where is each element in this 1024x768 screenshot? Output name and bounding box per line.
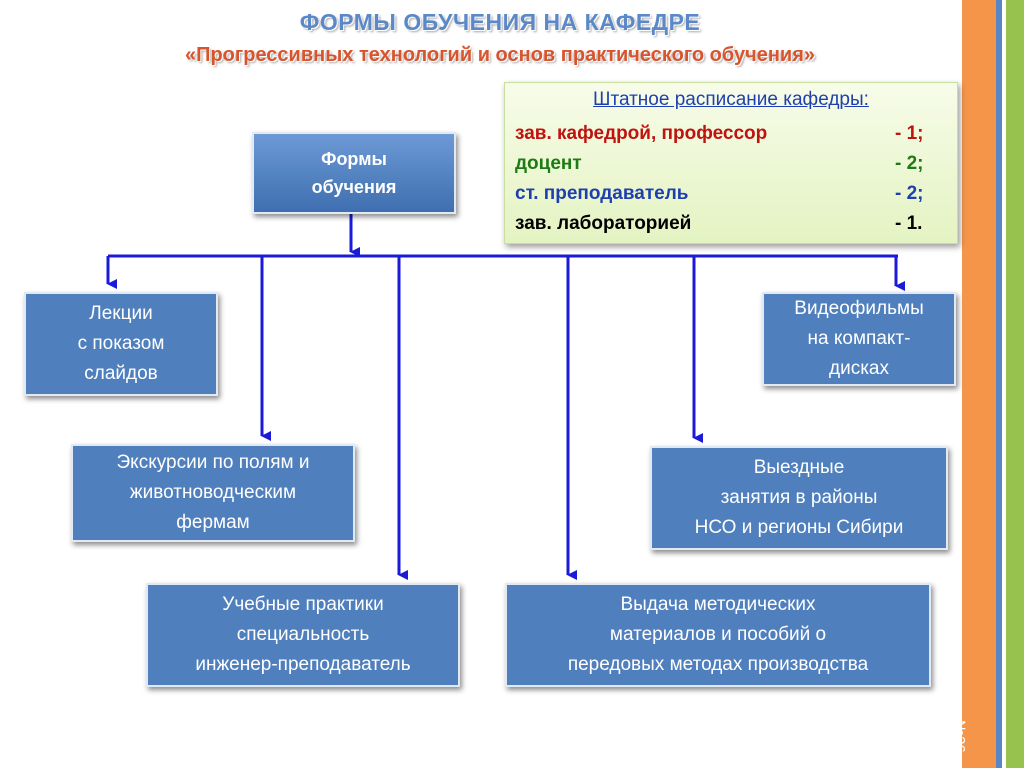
stripe-green [1006, 0, 1024, 768]
staff-role: зав. кафедрой, профессор [515, 123, 768, 144]
page-number: №36 [951, 720, 968, 753]
stripe-light [1002, 0, 1006, 768]
staff-row: ст. преподаватель - 2; [515, 183, 935, 205]
staff-schedule-title: Штатное расписание кафедры: [593, 89, 869, 110]
form-node-label: Выдача методических материалов и пособий… [567, 594, 869, 675]
form-node-videos: Видеофильмы на компакт- дисках [762, 292, 956, 386]
staff-count: - 2; [895, 153, 924, 174]
form-node-field-trips: Выездные занятия в районы НСО и регионы … [650, 446, 948, 550]
root-node-forms: Формы обучения [252, 132, 456, 214]
form-node-excursions: Экскурсии по полям и животноводческим фе… [71, 444, 355, 542]
form-node-materials: Выдача методических материалов и пособий… [505, 583, 931, 687]
staff-row: зав. лабораторией - 1. [515, 213, 935, 235]
staff-count: - 1. [895, 213, 923, 234]
form-node-label: Лекции с показом слайдов [77, 303, 165, 384]
stripe-orange [962, 0, 996, 768]
form-node-label: Видеофильмы на компакт- дисках [794, 298, 924, 379]
staff-role: доцент [515, 153, 582, 174]
page-title: ФОРМЫ ОБУЧЕНИЯ НА КАФЕДРЕ [299, 9, 701, 35]
staff-count: - 1; [895, 123, 924, 144]
staff-role: зав. лабораторией [515, 213, 692, 234]
staff-row: доцент - 2; [515, 153, 935, 175]
form-node-lectures: Лекции с показом слайдов [24, 292, 218, 396]
staff-count: - 2; [895, 183, 924, 204]
form-node-label: Экскурсии по полям и животноводческим фе… [116, 452, 310, 533]
staff-row: зав. кафедрой, профессор - 1; [515, 123, 935, 145]
page-subtitle: «Прогрессивных технологий и основ практи… [184, 44, 816, 66]
staff-schedule-panel: Штатное расписание кафедры: зав. кафедро… [504, 82, 958, 244]
stripe-blue [996, 0, 1002, 768]
staff-role: ст. преподаватель [515, 183, 689, 204]
root-node-label: Формы обучения [311, 149, 397, 197]
form-node-practice: Учебные практики специальность инженер-п… [146, 583, 460, 687]
form-node-label: Выездные занятия в районы НСО и регионы … [694, 457, 904, 538]
form-node-label: Учебные практики специальность инженер-п… [195, 594, 411, 675]
